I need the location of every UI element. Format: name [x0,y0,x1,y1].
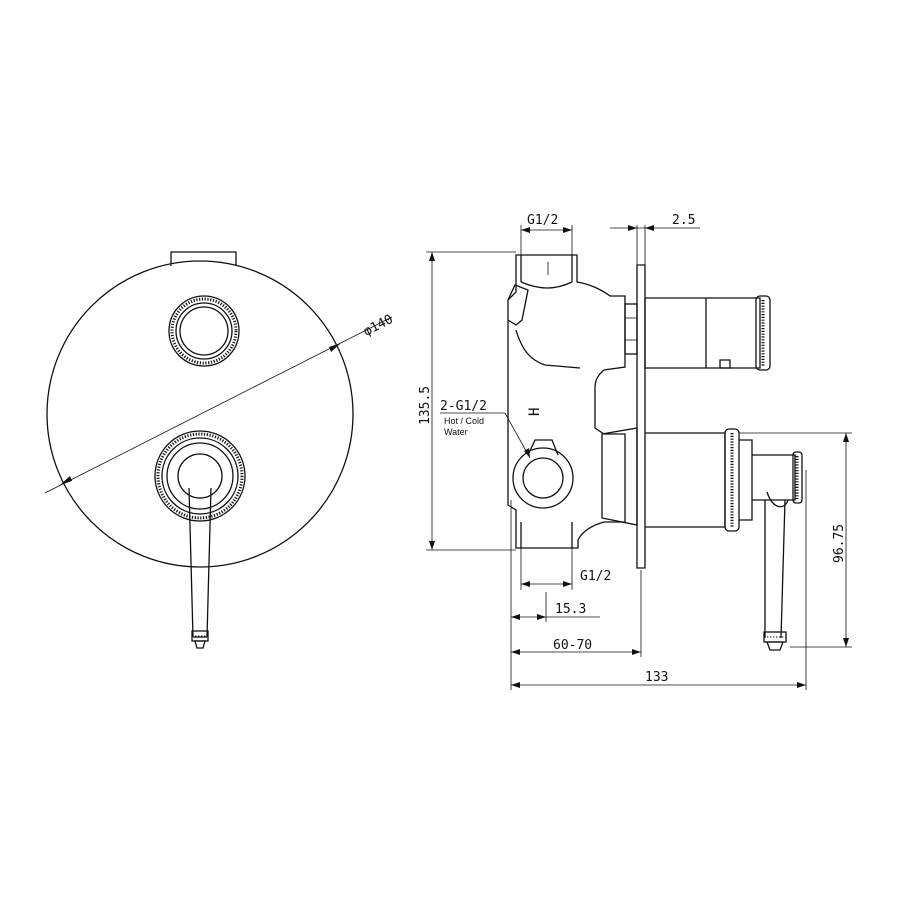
front-lever-handle [188,487,212,649]
upper-spindle [624,303,638,355]
valve-body [507,254,626,549]
wall-depth-label: 60-70 [553,638,592,653]
mixer-cartridge-side [601,427,753,532]
inlet-top-label: G1/2 [527,213,558,228]
diverter-knob-side [644,295,771,371]
hot-cold-note: Hot / Cold [444,416,484,426]
front-view: φ140 [44,251,396,649]
offset-label: 15.3 [555,602,586,617]
plate-thickness-label: 2.5 [672,213,695,228]
hot-marker: H [527,408,543,416]
diameter-label: φ140 [361,312,396,340]
side-view: H [507,254,803,651]
diverter-knob [168,295,240,367]
front-top-tab [170,251,237,266]
depth-overall-label: 133 [645,670,668,685]
outlet-bottom-label: G1/2 [580,569,611,584]
water-note: Water [444,427,468,437]
inlet-port [512,439,574,509]
height-overall-label: 135.5 [418,386,433,425]
side-lever-handle [752,451,803,651]
diameter-dimension [44,316,393,494]
cover-plate [636,264,646,569]
inlets-label: 2-G1/2 [440,399,487,414]
dimensions: G1/2 2.5 135.5 2-G1/2 Hot / Cold Water G… [418,213,852,690]
face-plate [46,260,354,568]
lever-height-label: 96.75 [832,524,847,563]
mixer-hub [154,430,246,522]
